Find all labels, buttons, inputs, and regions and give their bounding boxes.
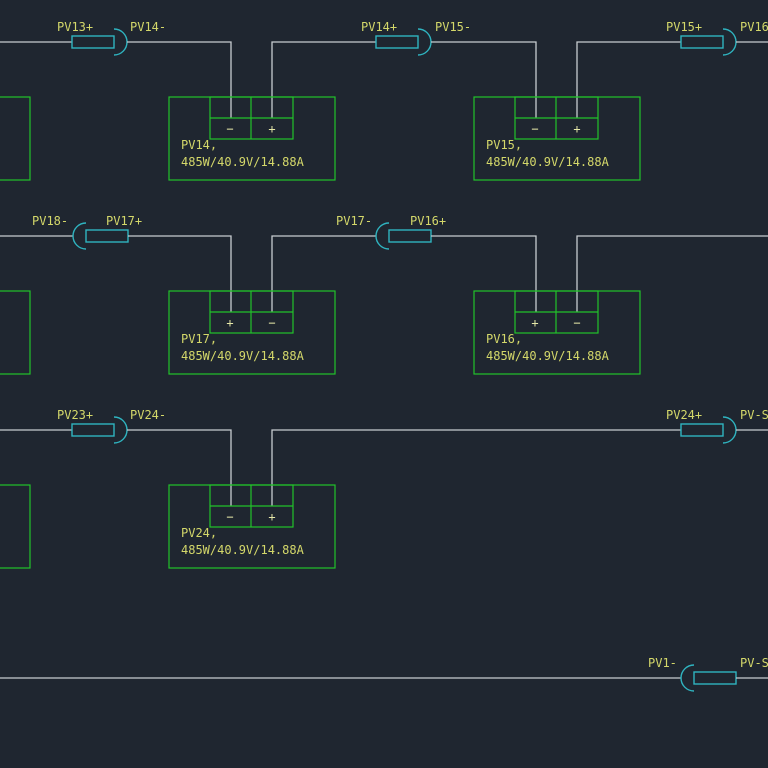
module-spec: 485W/40.9V/14.88A <box>486 349 610 363</box>
terminal-left: + <box>226 316 233 330</box>
connector-label: PV15+ <box>666 20 702 34</box>
wire <box>271 41 376 118</box>
connector-socket <box>72 222 87 250</box>
module-spec: 485W/40.9V/14.88A <box>181 349 305 363</box>
wire <box>128 235 232 312</box>
connector-label: PV13+ <box>57 20 93 34</box>
connector-label: PV24- <box>130 408 166 422</box>
connector-label: PV1- <box>648 656 677 670</box>
terminal-left: − <box>226 510 233 524</box>
terminal-right: − <box>573 316 580 330</box>
connector-label: PV14- <box>130 20 166 34</box>
terminal-left: − <box>226 122 233 136</box>
module-name: PV16, <box>486 332 522 346</box>
pv-module-partial <box>0 290 31 375</box>
module-name: PV17, <box>181 332 217 346</box>
connector-body <box>71 423 115 437</box>
connector-body <box>680 35 724 49</box>
connector-body <box>375 35 419 49</box>
terminal-left: + <box>531 316 538 330</box>
terminal-right: + <box>573 122 580 136</box>
connector-body <box>680 423 724 437</box>
module-spec: 485W/40.9V/14.88A <box>181 155 305 169</box>
connector-label: PV17- <box>336 214 372 228</box>
module-name: PV15, <box>486 138 522 152</box>
terminal-left: − <box>531 122 538 136</box>
connector-label: PV-S <box>740 656 768 670</box>
terminal-right: − <box>268 316 275 330</box>
connector-socket <box>680 664 695 692</box>
module-spec: 485W/40.9V/14.88A <box>486 155 610 169</box>
connector-label: PV23+ <box>57 408 93 422</box>
connector-label: PV16+ <box>410 214 446 228</box>
wire <box>127 41 232 118</box>
connector-label: PV16 <box>740 20 768 34</box>
connector-label: PV14+ <box>361 20 397 34</box>
pv-module-partial <box>0 484 31 569</box>
connector-label: PV17+ <box>106 214 142 228</box>
wire <box>127 429 232 506</box>
connector-label: PV24+ <box>666 408 702 422</box>
module-name: PV24, <box>181 526 217 540</box>
connector-label: PV15- <box>435 20 471 34</box>
wire <box>431 41 537 118</box>
module-name: PV14, <box>181 138 217 152</box>
module-spec: 485W/40.9V/14.88A <box>181 543 305 557</box>
wire <box>271 235 376 312</box>
wire <box>431 235 537 312</box>
wire <box>576 41 681 118</box>
terminal-right: + <box>268 122 275 136</box>
connector-label: PV18- <box>32 214 68 228</box>
terminal-right: + <box>268 510 275 524</box>
connector-socket <box>375 222 390 250</box>
wire <box>271 429 681 506</box>
connector-body <box>71 35 115 49</box>
connector-label: PV-S <box>740 408 768 422</box>
pv-module-partial <box>0 96 31 181</box>
wire <box>576 235 768 312</box>
